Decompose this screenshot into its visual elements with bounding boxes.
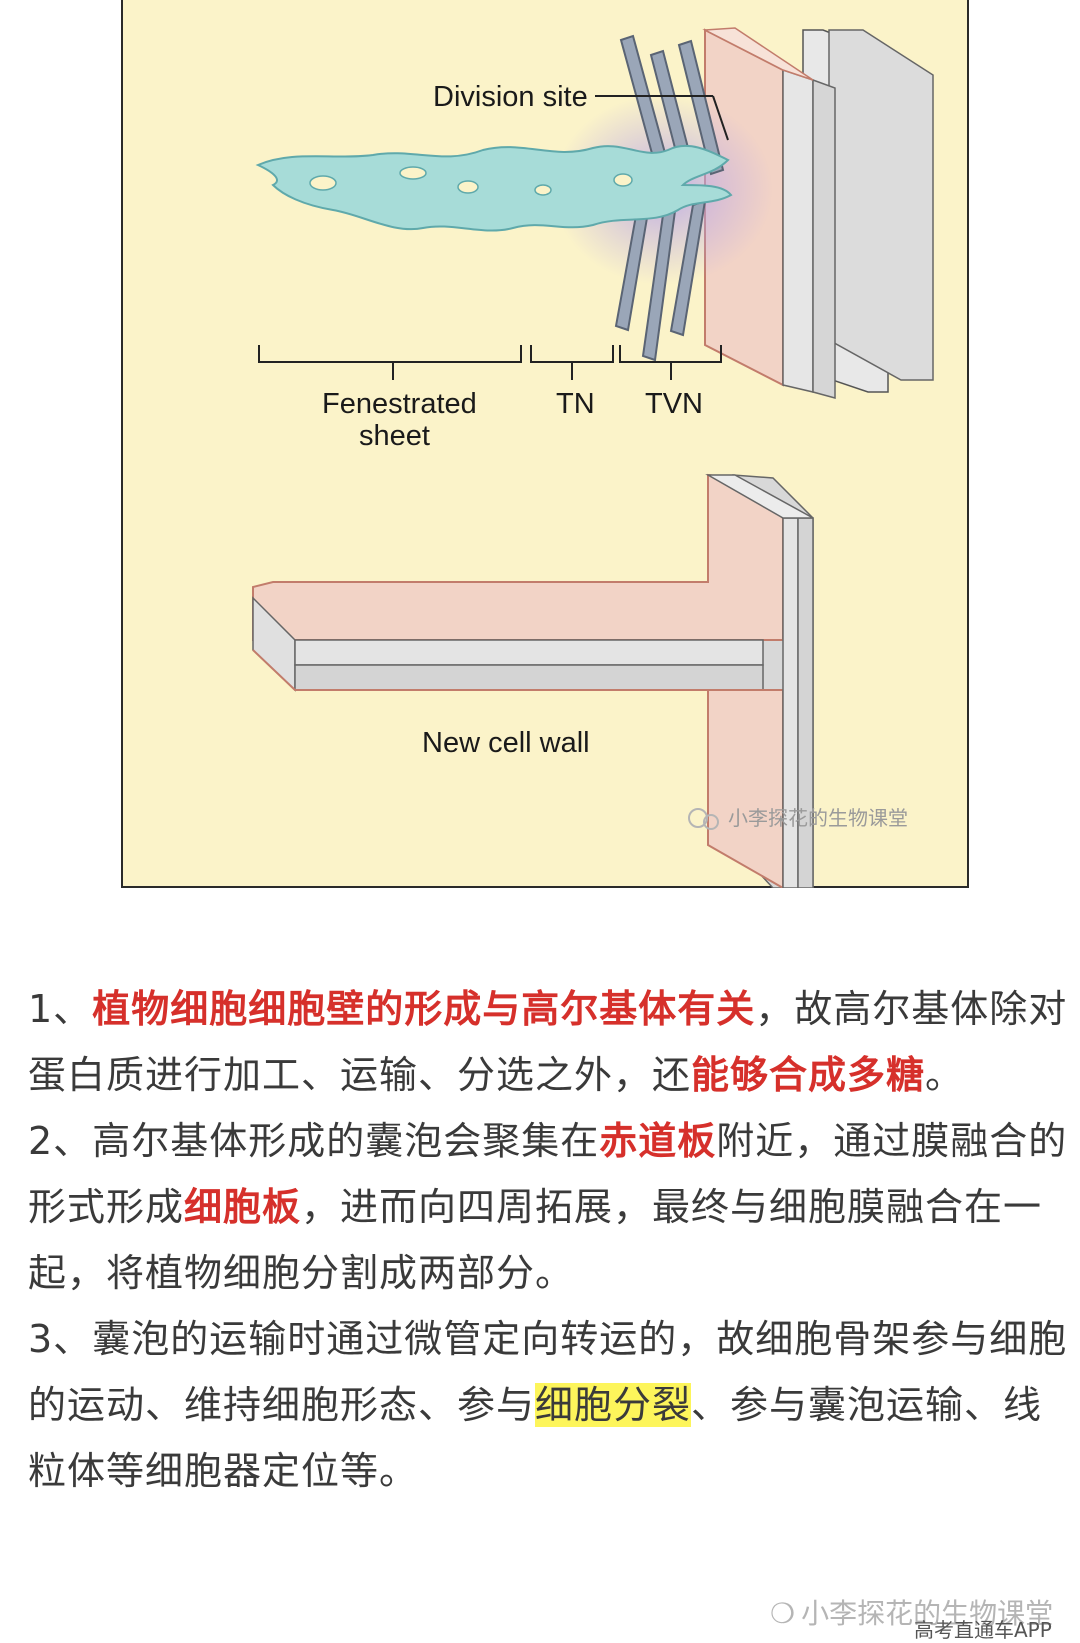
explanation-text: 1、植物细胞细胞壁的形成与高尔基体有关，故高尔基体除对蛋白质进行加工、运输、分选…: [28, 976, 1068, 1504]
fenestrated-sheet-label-line2: sheet: [359, 420, 430, 452]
fenestrated-sheet: [255, 144, 733, 232]
footer-watermark: ❍小李探花的生物课堂: [770, 1597, 1054, 1630]
wechat-icon: ❍: [770, 1597, 796, 1630]
division-site-label: Division site: [433, 81, 588, 113]
note-2: 2、高尔基体形成的囊泡会聚集在赤道板附近，通过膜融合的形式形成细胞板，进而向四周…: [28, 1119, 1068, 1295]
cell-division-diagram: Division site Fenestrated sheet TN TVN: [252, 27, 934, 888]
figure-watermark: 小李探花的生物课堂: [688, 806, 908, 830]
tvn-label: TVN: [645, 388, 703, 420]
note-1: 1、植物细胞细胞壁的形成与高尔基体有关，故高尔基体除对蛋白质进行加工、运输、分选…: [28, 987, 1068, 1097]
fenestrated-sheet-label: Fenestrated: [322, 388, 477, 420]
new-cell-wall-label: New cell wall: [422, 727, 590, 759]
tn-label: TN: [556, 388, 595, 420]
region-brackets: [258, 345, 722, 380]
new-cell-wall: [252, 473, 814, 888]
note-3: 3、囊泡的运输时通过微管定向转运的，故细胞骨架参与细胞的运动、维持细胞形态、参与…: [28, 1317, 1068, 1493]
app-tag: 高考直通车APP: [914, 1618, 1052, 1642]
microtubules: [614, 34, 725, 362]
svg-text:小李探花的生物课堂: 小李探花的生物课堂: [728, 806, 908, 830]
figure-panel: Division site Fenestrated sheet TN TVN: [121, 0, 969, 888]
